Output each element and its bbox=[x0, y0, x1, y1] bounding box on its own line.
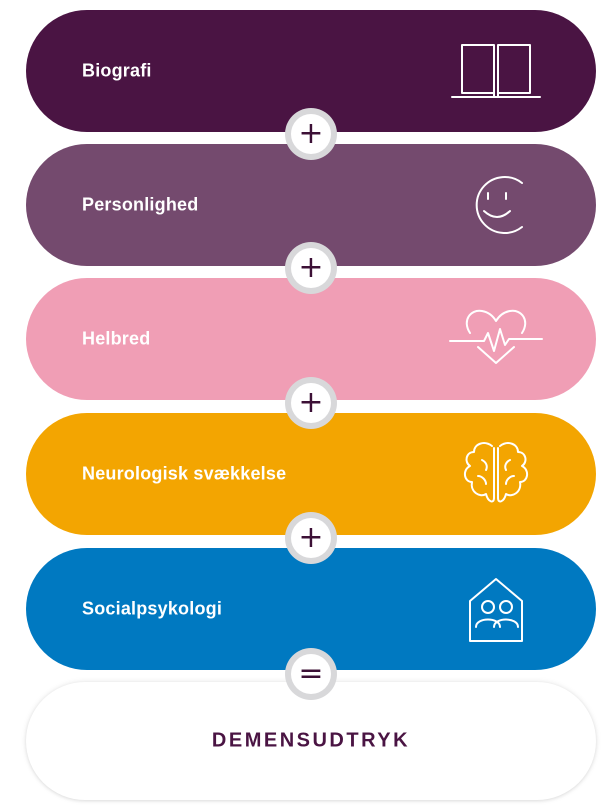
step-helbred: Helbred bbox=[26, 278, 596, 400]
result-label: DEMENSUDTRYK bbox=[211, 729, 411, 752]
plus-operator: + bbox=[285, 512, 337, 564]
heart-heartbeat-icon bbox=[448, 303, 544, 375]
plus-operator-symbol: + bbox=[291, 114, 331, 154]
book-icon bbox=[448, 35, 544, 107]
plus-operator-symbol: + bbox=[291, 248, 331, 288]
plus-operator: + bbox=[285, 377, 337, 429]
step-label: Personlighed bbox=[82, 194, 199, 215]
equals-operator: = bbox=[285, 648, 337, 700]
step-label: Helbred bbox=[82, 328, 151, 349]
equals-operator-symbol: = bbox=[291, 654, 331, 694]
step-personlighed: Personlighed bbox=[26, 144, 596, 266]
smiley-face-icon bbox=[448, 169, 544, 241]
step-label: Socialpsykologi bbox=[82, 598, 223, 619]
house-people-icon bbox=[448, 573, 544, 645]
step-label: Neurologisk svækkelse bbox=[82, 463, 287, 484]
plus-operator: + bbox=[285, 242, 337, 294]
plus-operator-symbol: + bbox=[291, 383, 331, 423]
result-box: DEMENSUDTRYK bbox=[26, 682, 596, 800]
plus-operator-symbol: + bbox=[291, 518, 331, 558]
step-label: Biografi bbox=[82, 60, 152, 81]
brain-icon bbox=[448, 438, 544, 510]
plus-operator: + bbox=[285, 108, 337, 160]
